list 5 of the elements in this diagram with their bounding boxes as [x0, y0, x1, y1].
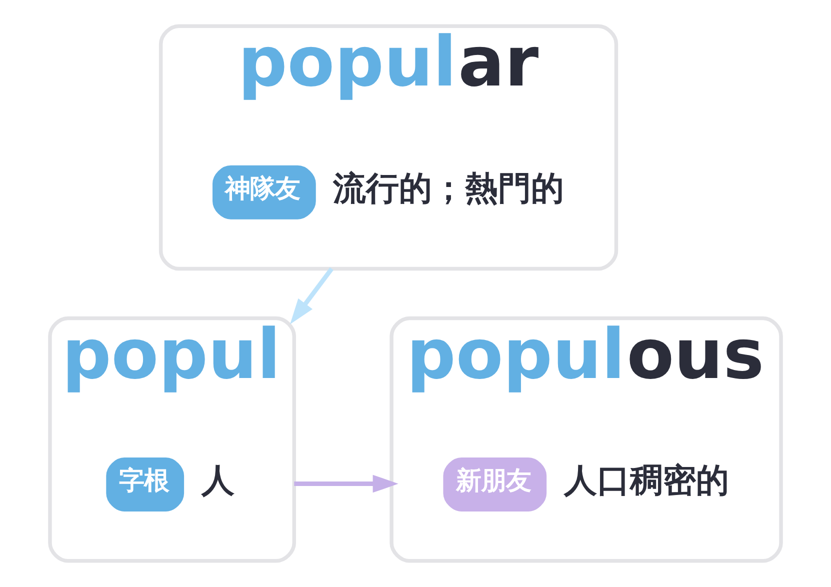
- arrow: [290, 267, 334, 324]
- node-label: 人口稠密的: [564, 460, 729, 500]
- node-label: 流行的；熱門的: [333, 168, 564, 208]
- arrow: [294, 474, 398, 493]
- node-label: 人: [201, 460, 234, 500]
